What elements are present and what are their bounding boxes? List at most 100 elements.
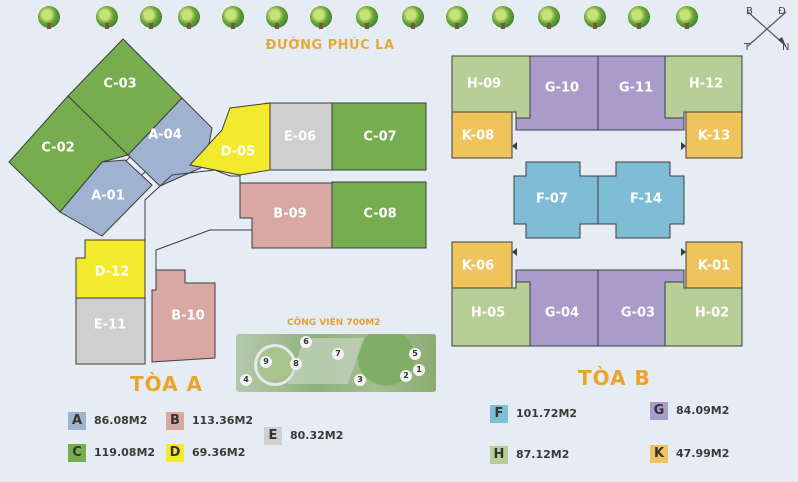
tower-a-outline [144, 169, 241, 240]
park-number: 7 [332, 348, 344, 360]
arrow-icon [681, 248, 686, 256]
legend-item-f: F 101.72M2 [490, 405, 590, 423]
legend-value: 80.32M2 [290, 429, 344, 442]
unit-K-06[interactable] [451, 241, 513, 289]
tree-icon [266, 6, 288, 29]
legend-value: 47.99M2 [676, 447, 730, 460]
compass-n: N [782, 42, 789, 52]
tree-icon [402, 6, 424, 29]
unit-label-D-05: D-05 [221, 145, 256, 160]
legend-swatch: K [650, 445, 668, 463]
unit-E-06[interactable] [269, 102, 333, 171]
unit-label-C-08: C-08 [363, 207, 396, 222]
legend-swatch: B [166, 412, 184, 430]
tower-a-outline [155, 229, 252, 270]
unit-B-10[interactable] [151, 269, 216, 363]
legend-swatch: A [68, 412, 86, 430]
arrow-icon [512, 142, 517, 150]
unit-H-02[interactable] [664, 281, 743, 347]
unit-C-08[interactable] [331, 181, 427, 249]
unit-label-G-03: G-03 [621, 306, 655, 321]
compass-b: B [746, 6, 753, 17]
park-number: 2 [400, 370, 412, 382]
unit-C-02[interactable] [8, 95, 129, 213]
unit-label-B-10: B-10 [171, 309, 204, 324]
unit-label-H-05: H-05 [471, 306, 505, 321]
unit-label-A-04: A-04 [148, 128, 182, 143]
park-image: 1 2 3 4 5 6 7 8 9 [236, 334, 436, 392]
park-number: 3 [354, 374, 366, 386]
unit-label-H-02: H-02 [695, 306, 729, 321]
tree-icon [538, 6, 560, 29]
unit-label-A-01: A-01 [91, 189, 125, 204]
unit-F-14[interactable] [597, 161, 685, 239]
unit-label-K-01: K-01 [698, 259, 730, 274]
tower-a-title: TÒA A [130, 372, 204, 396]
unit-F-07[interactable] [513, 161, 599, 239]
legend-item-c: C 119.08M2 [68, 444, 168, 462]
legend-value: 87.12M2 [516, 448, 570, 461]
tree-icon [38, 6, 60, 29]
unit-H-12[interactable] [664, 55, 743, 119]
unit-label-E-06: E-06 [284, 130, 316, 145]
legend-value: 69.36M2 [192, 446, 246, 459]
legend-swatch: E [264, 427, 282, 445]
tree-icon [584, 6, 606, 29]
legend-item-b: B 113.36M2 [166, 412, 266, 430]
legend-item-d: D 69.36M2 [166, 444, 266, 462]
compass-icon: B Đ T N [738, 4, 794, 53]
unit-label-F-14: F-14 [630, 192, 662, 207]
legend-value: 86.08M2 [94, 414, 148, 427]
unit-label-G-10: G-10 [545, 81, 579, 96]
legend-value: 84.09M2 [676, 404, 730, 417]
legend-value: 113.36M2 [192, 414, 254, 427]
compass-d: Đ [778, 6, 786, 17]
unit-label-K-06: K-06 [462, 259, 494, 274]
legend-swatch: D [166, 444, 184, 462]
park-number: 9 [260, 356, 272, 368]
legend-swatch: G [650, 402, 668, 420]
unit-K-13[interactable] [685, 111, 743, 159]
unit-K-08[interactable] [451, 111, 513, 159]
corridor [205, 205, 240, 235]
compass-t: T [743, 42, 751, 52]
legend-swatch: H [490, 446, 508, 464]
unit-label-C-07: C-07 [363, 130, 396, 145]
unit-label-C-03: C-03 [103, 77, 136, 92]
arrow-icon [681, 142, 686, 150]
tree-icon [492, 6, 514, 29]
unit-A-01[interactable] [59, 159, 153, 237]
unit-label-F-07: F-07 [536, 192, 568, 207]
park-label: CÔNG VIÊN 700M2 [287, 318, 381, 328]
unit-label-G-11: G-11 [619, 81, 653, 96]
unit-label-G-04: G-04 [545, 306, 579, 321]
unit-K-01[interactable] [685, 241, 743, 289]
unit-label-B-09: B-09 [273, 207, 306, 222]
legend-value: 119.08M2 [94, 446, 156, 459]
park-number: 4 [240, 374, 252, 386]
legend-value: 101.72M2 [516, 407, 578, 420]
legend-item-k: K 47.99M2 [650, 445, 750, 463]
legend-swatch: C [68, 444, 86, 462]
tree-icon [628, 6, 650, 29]
legend-item-a: A 86.08M2 [68, 412, 158, 430]
unit-C-07[interactable] [331, 102, 427, 171]
arrow-icon [512, 248, 517, 256]
unit-label-H-09: H-09 [467, 77, 501, 92]
tree-icon [676, 6, 698, 29]
park-number: 8 [290, 358, 302, 370]
road-name: ĐƯỜNG PHÚC LA [265, 38, 395, 53]
tree-icon [140, 6, 162, 29]
unit-label-K-13: K-13 [698, 129, 730, 144]
tree-icon [178, 6, 200, 29]
tree-icon [96, 6, 118, 29]
tree-icon [310, 6, 332, 29]
unit-label-H-12: H-12 [689, 77, 723, 92]
legend-swatch: F [490, 405, 508, 423]
legend-item-e: E 80.32M2 [264, 427, 364, 445]
unit-label-E-11: E-11 [94, 318, 126, 333]
park-number: 5 [409, 348, 421, 360]
unit-E-11[interactable] [75, 297, 146, 365]
